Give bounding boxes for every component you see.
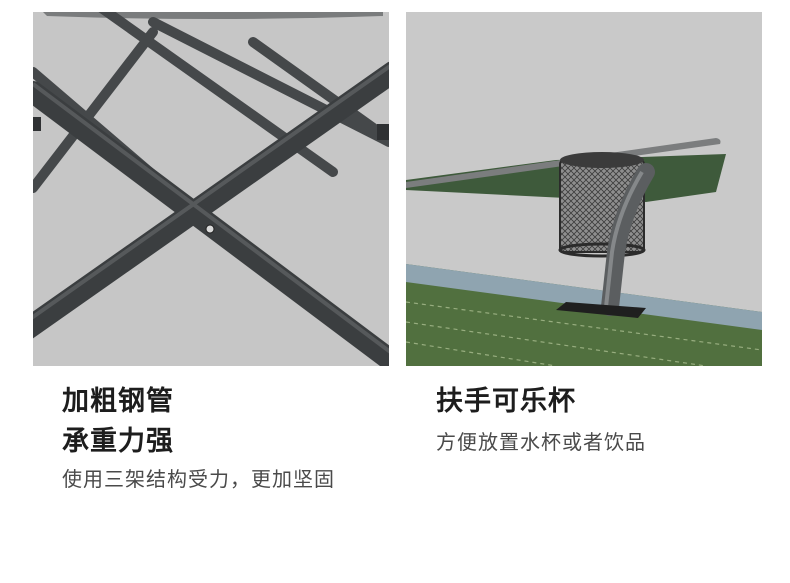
cup-holder-image bbox=[406, 12, 762, 366]
left-description: 使用三架结构受力，更加坚固 bbox=[62, 467, 335, 491]
left-title-line1: 加粗钢管 bbox=[62, 386, 174, 417]
steel-frame-illustration bbox=[33, 12, 389, 366]
right-description: 方便放置水杯或者饮品 bbox=[436, 430, 646, 454]
steel-frame-image bbox=[33, 12, 389, 366]
left-title-line2: 承重力强 bbox=[62, 426, 174, 457]
right-title: 扶手可乐杯 bbox=[436, 386, 576, 417]
cup-holder-illustration bbox=[406, 12, 762, 366]
